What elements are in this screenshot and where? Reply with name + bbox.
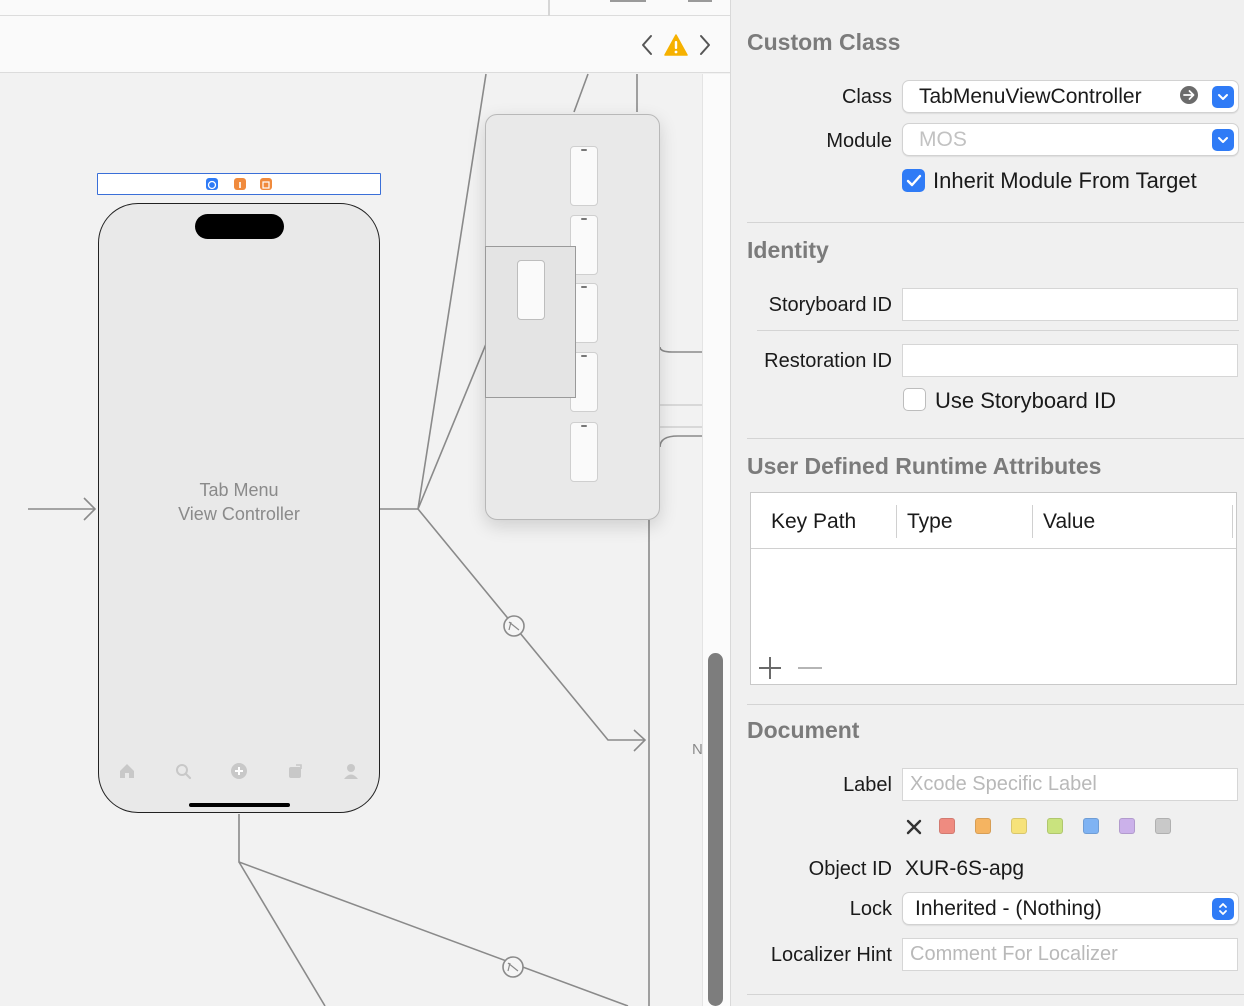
- relationship-segue-icon: [503, 615, 525, 637]
- module-combo[interactable]: MOS: [902, 123, 1239, 156]
- label-color-swatch[interactable]: [1155, 818, 1171, 834]
- lock-popup[interactable]: Inherited - (Nothing): [902, 892, 1239, 925]
- inherit-module-label: Inherit Module From Target: [933, 168, 1197, 193]
- lock-value: Inherited - (Nothing): [915, 897, 1102, 920]
- label-color-swatch[interactable]: [1047, 818, 1063, 834]
- home-indicator: [189, 803, 290, 807]
- storyboard-canvas[interactable]: N Tab Menu View Controller: [0, 0, 730, 1006]
- restoration-id-field[interactable]: [902, 344, 1238, 377]
- toolbar-edge-mark: [688, 0, 712, 2]
- class-combo[interactable]: TabMenuViewController: [902, 80, 1239, 113]
- editor-split-divider: [548, 0, 550, 16]
- lock-label: Lock: [849, 898, 892, 920]
- storyboard-id-field[interactable]: [902, 288, 1238, 321]
- scene-dock[interactable]: [97, 173, 381, 195]
- scene-title-line1: Tab Menu: [199, 480, 279, 500]
- first-responder-icon[interactable]: [234, 178, 246, 190]
- chevron-left-icon: [642, 35, 652, 55]
- section-divider: [747, 704, 1244, 705]
- identity-title: Identity: [747, 237, 829, 263]
- remove-attribute-button[interactable]: [797, 655, 823, 681]
- offscreen-scene-glyph: N: [692, 741, 703, 758]
- storyboard-id-label: Storyboard ID: [768, 294, 892, 316]
- mini-scene-preview: [517, 260, 545, 320]
- linked-scene-thumbnail[interactable]: [485, 114, 660, 520]
- tab-menu-view-controller-scene[interactable]: Tab Menu View Controller: [98, 203, 380, 813]
- label-color-swatch[interactable]: [1083, 818, 1099, 834]
- tab-bar: [99, 762, 379, 784]
- document-title: Document: [747, 717, 860, 743]
- exit-icon[interactable]: [260, 178, 272, 190]
- warning-triangle-icon: [664, 34, 688, 56]
- checkmark-icon: [906, 174, 921, 186]
- section-divider: [747, 994, 1244, 995]
- column-value[interactable]: Value: [1043, 510, 1096, 533]
- object-id-value: XUR-6S-apg: [905, 857, 1025, 880]
- runtime-attributes-table[interactable]: Key Path Type Value: [750, 492, 1237, 685]
- segue-connections: N: [28, 73, 703, 1006]
- add-attribute-button[interactable]: [757, 655, 783, 681]
- chevron-right-icon: [700, 35, 710, 55]
- clear-label-color-icon[interactable]: [906, 819, 922, 835]
- mini-scene-preview: [570, 146, 598, 206]
- chevron-down-icon: [1218, 137, 1228, 143]
- previous-issue-button[interactable]: [636, 30, 658, 60]
- label-color-swatch[interactable]: [939, 818, 955, 834]
- document-label-label: Label: [843, 774, 892, 796]
- column-key-path[interactable]: Key Path: [771, 510, 857, 533]
- column-separator: [1232, 505, 1233, 538]
- section-divider: [747, 438, 1244, 439]
- column-separator: [1032, 505, 1033, 538]
- entry-point-arrowhead: [83, 497, 97, 521]
- arrow-circle-right-icon[interactable]: [1179, 85, 1199, 105]
- magnifier-icon: [176, 764, 192, 780]
- toolbar-edge-mark: [610, 0, 646, 2]
- class-label: Class: [841, 86, 892, 108]
- label-color-swatch[interactable]: [1119, 818, 1135, 834]
- localizer-hint-field[interactable]: [902, 938, 1238, 971]
- person-icon: [344, 764, 358, 779]
- inherit-module-checkbox[interactable]: [902, 169, 925, 192]
- module-dropdown-button[interactable]: [1212, 129, 1234, 151]
- overlapping-scene[interactable]: [485, 246, 576, 398]
- mini-scene-preview: [570, 422, 598, 482]
- bag-icon: [289, 764, 302, 778]
- class-value: TabMenuViewController: [919, 85, 1142, 108]
- next-issue-button[interactable]: [694, 30, 716, 60]
- jump-bar: [0, 16, 730, 73]
- identity-inspector: Custom Class Class TabMenuViewController…: [730, 0, 1244, 1006]
- restoration-id-label: Restoration ID: [764, 350, 892, 372]
- label-color-swatch[interactable]: [975, 818, 991, 834]
- scene-title-line2: View Controller: [178, 504, 300, 524]
- editor-top-strip: [0, 0, 730, 16]
- use-storyboard-id-checkbox[interactable]: [903, 388, 926, 411]
- table-header: Key Path Type Value: [751, 493, 1236, 549]
- column-separator: [896, 505, 897, 538]
- module-label: Module: [826, 130, 892, 152]
- label-color-swatch[interactable]: [1011, 818, 1027, 834]
- localizer-hint-label: Localizer Hint: [770, 944, 892, 966]
- use-storyboard-id-label: Use Storyboard ID: [935, 388, 1116, 413]
- dynamic-island: [195, 214, 284, 239]
- house-icon: [120, 764, 134, 778]
- column-type[interactable]: Type: [907, 510, 953, 533]
- chevron-down-icon: [1218, 94, 1228, 100]
- relationship-segue-icon: [502, 956, 524, 978]
- view-controller-icon[interactable]: [206, 178, 218, 190]
- canvas-vertical-scroller[interactable]: [708, 653, 723, 1006]
- object-id-label: Object ID: [808, 858, 892, 880]
- section-divider: [747, 222, 1244, 223]
- warning-button[interactable]: [664, 33, 688, 57]
- custom-class-title: Custom Class: [747, 29, 901, 55]
- up-down-chevron-icon: [1219, 903, 1227, 915]
- plus-circle-icon: [231, 763, 247, 779]
- lock-popup-button[interactable]: [1212, 898, 1234, 920]
- module-placeholder: MOS: [919, 128, 967, 151]
- document-label-field[interactable]: [902, 768, 1238, 801]
- runtime-attributes-title: User Defined Runtime Attributes: [747, 453, 1102, 479]
- row-divider: [757, 330, 1239, 331]
- class-dropdown-button[interactable]: [1212, 86, 1234, 108]
